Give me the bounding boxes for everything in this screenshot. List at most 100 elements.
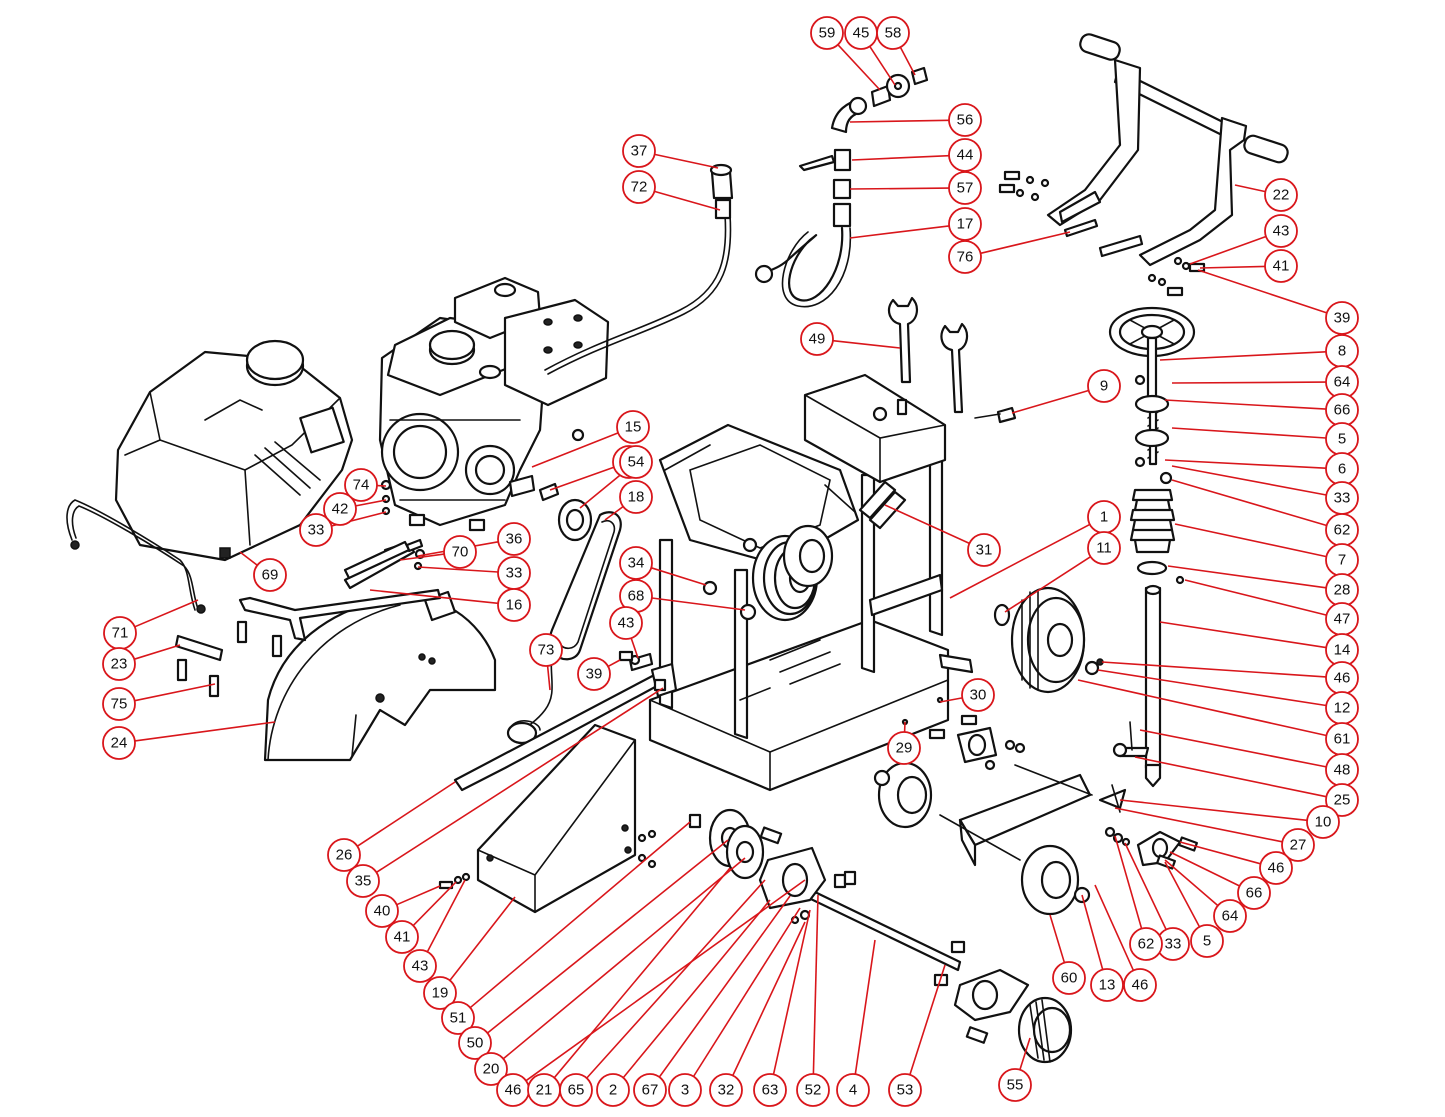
callout-label: 41 (1273, 258, 1290, 275)
leader-line-22 (1234, 184, 1266, 193)
callout-16: 16 (497, 588, 531, 622)
callout-label: 13 (1099, 977, 1116, 994)
leader-lines (134, 44, 1328, 1082)
callout-circle (876, 16, 910, 50)
callout-label: 16 (506, 597, 523, 614)
leader-line-2 (622, 899, 771, 1079)
part-drawings (66, 33, 1289, 1064)
callout-label: 64 (1334, 374, 1351, 391)
depth-control-drawing (1108, 306, 1196, 788)
callout-label: 41 (394, 929, 411, 946)
callout-circle (836, 1073, 870, 1107)
callout-circle (102, 687, 136, 721)
callout-label: 63 (762, 1082, 779, 1099)
leader-line-75 (134, 683, 216, 702)
leader-line-25 (1134, 756, 1327, 798)
callout-label: 68 (628, 588, 645, 605)
callout-circle (529, 633, 563, 667)
leader-line-68 (651, 597, 746, 611)
callout-label: 44 (957, 147, 974, 164)
callout-20: 20 (474, 1052, 508, 1086)
leader-line-27 (1114, 807, 1283, 843)
callout-label: 59 (819, 25, 836, 42)
callout-label: 33 (1334, 490, 1351, 507)
callout-label: 28 (1334, 582, 1351, 599)
leader-line-30 (939, 697, 963, 703)
leader-line-41 (1199, 265, 1266, 269)
callout-33: 33 (1325, 481, 1359, 515)
callout-circle (948, 103, 982, 137)
callout-41: 41 (1264, 249, 1298, 283)
callout-label: 2 (609, 1082, 617, 1099)
callout-60: 60 (1052, 961, 1086, 995)
callout-circle (458, 1026, 492, 1060)
wrench-drawing (887, 296, 969, 414)
callout-label: 55 (1007, 1077, 1024, 1094)
leader-line-73 (546, 665, 551, 691)
leader-line-18 (604, 505, 624, 521)
leader-line-26 (356, 781, 456, 847)
callout-circle (609, 606, 643, 640)
callout-circle (474, 1052, 508, 1086)
callout-label: 8 (1338, 343, 1346, 360)
leader-line-43 (426, 879, 466, 953)
callout-label: 33 (308, 522, 325, 539)
water-tube-drawing (506, 639, 556, 745)
callout-circle (423, 976, 457, 1010)
callout-39: 39 (577, 657, 611, 691)
leader-line-64 (1171, 381, 1327, 384)
callout-22: 22 (1264, 178, 1298, 212)
callout-circle (497, 522, 531, 556)
callout-label: 39 (586, 666, 603, 683)
callout-72: 72 (622, 170, 656, 204)
leader-line-32 (732, 921, 806, 1076)
callout-29: 29 (887, 731, 921, 765)
leader-line-45 (869, 45, 896, 86)
callout-label: 14 (1334, 642, 1351, 659)
throttle-cable-drawing (544, 163, 734, 375)
blade-shaft-drawing (688, 808, 1073, 1064)
callout-59: 59 (810, 16, 844, 50)
callout-label: 33 (1165, 936, 1182, 953)
callout-label: 4 (849, 1082, 857, 1099)
callout-label: 46 (1268, 860, 1285, 877)
callout-label: 35 (355, 873, 372, 890)
callout-circle (1237, 876, 1271, 910)
callout-28: 28 (1325, 573, 1359, 607)
water-tank-drawing (114, 339, 354, 562)
callout-label: 23 (111, 656, 128, 673)
leader-line-16 (369, 589, 499, 605)
callout-49: 49 (800, 322, 834, 356)
callout-circle (948, 171, 982, 205)
callout-70: 70 (443, 535, 477, 569)
callout-label: 43 (1273, 223, 1290, 240)
handle-bolts-drawing (974, 170, 1206, 424)
leader-line-57 (849, 187, 950, 190)
callout-55: 55 (998, 1068, 1032, 1102)
callout-66: 66 (1325, 393, 1359, 427)
callout-34: 34 (619, 546, 653, 580)
callout-circle (344, 468, 378, 502)
callout-label: 50 (467, 1035, 484, 1052)
leader-line-72 (654, 190, 721, 211)
callout-label: 15 (625, 419, 642, 436)
callout-74: 74 (344, 468, 378, 502)
leader-line-21 (553, 867, 731, 1079)
engine-plate-drawing (658, 423, 907, 622)
callout-label: 48 (1334, 762, 1351, 779)
callout-circle (596, 1073, 630, 1107)
callout-label: 32 (718, 1082, 735, 1099)
callout-circle (497, 588, 531, 622)
callout-8: 8 (1325, 334, 1359, 368)
callout-69: 69 (253, 558, 287, 592)
callout-64: 64 (1213, 899, 1247, 933)
callout-circle (633, 1073, 667, 1107)
callout-label: 66 (1334, 402, 1351, 419)
callout-circle (622, 170, 656, 204)
leader-line-33 (417, 566, 499, 573)
callout-label: 10 (1315, 814, 1332, 831)
callout-label: 56 (957, 112, 974, 129)
callout-circle (619, 546, 653, 580)
leader-line-28 (1167, 565, 1327, 589)
callout-circle (619, 480, 653, 514)
